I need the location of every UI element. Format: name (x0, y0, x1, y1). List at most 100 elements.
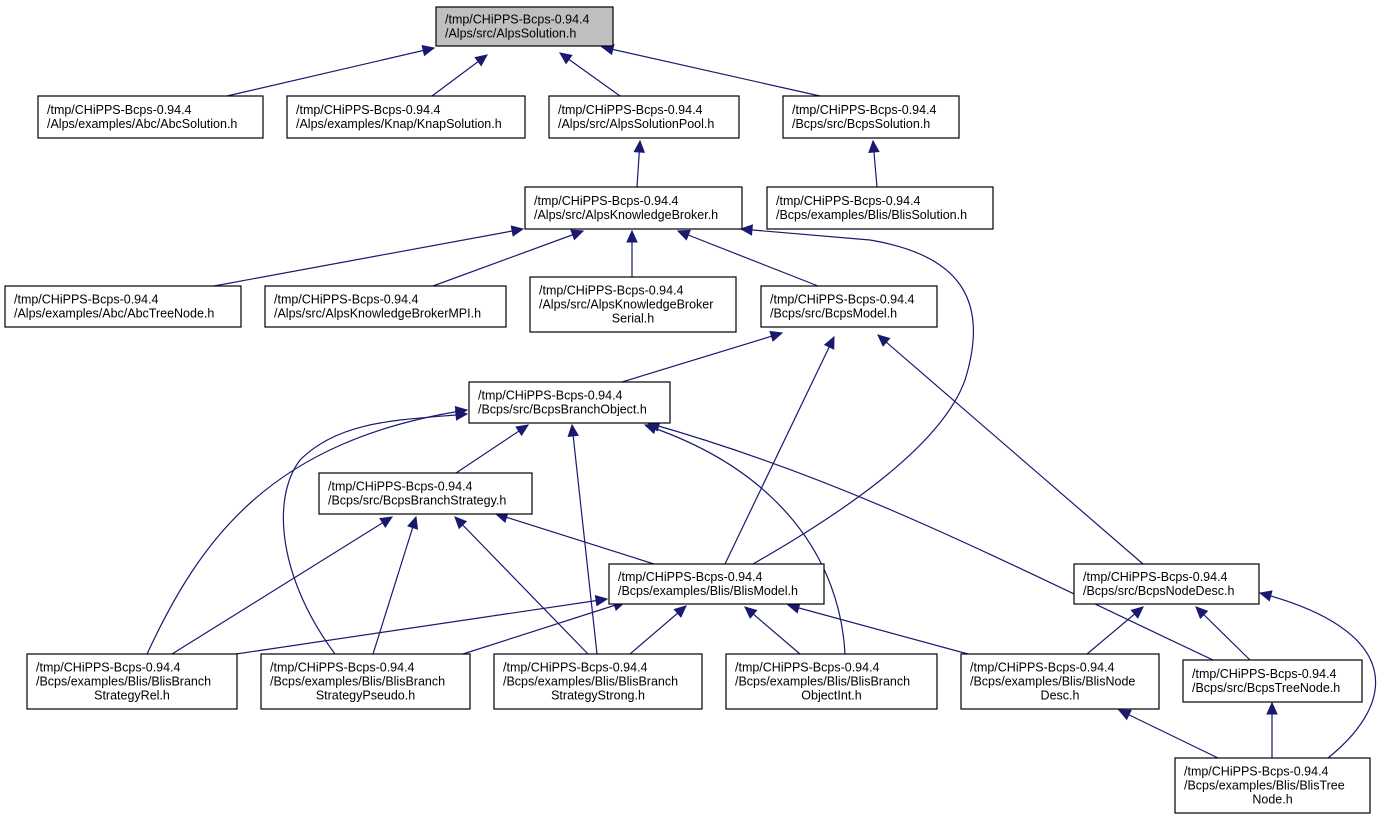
node-box (37, 95, 264, 139)
arrowhead (567, 423, 579, 438)
edge-line (146, 409, 468, 655)
edge-bcpsbranchstrategy-to-bcpsbranchobject (455, 424, 530, 474)
node-label-line: StrategyStrong.h (551, 689, 645, 703)
edge-blismodel-to-bcpsmodel (724, 335, 835, 565)
node-box (760, 285, 938, 328)
node-label-line: /tmp/CHiPPS-Bcps-0.94.4 (735, 661, 880, 675)
node-box (1182, 659, 1363, 703)
node-blisbranchobjectint[interactable]: /tmp/CHiPPS-Bcps-0.94.4/Bcps/examples/Bl… (725, 653, 938, 710)
edge-alpsknowledgebrokerserial-to-alpsknowledgebroker (626, 229, 638, 277)
edge-blisnodedesc-to-bcpsnodedesc (1086, 606, 1144, 655)
edge-blisbranchstrategystrong-to-bcpsbranchobject (567, 423, 598, 655)
node-label-line: /tmp/CHiPPS-Bcps-0.94.4 (770, 293, 915, 307)
node-label-line: StrategyRel.h (94, 689, 170, 703)
node-label-line: /Alps/examples/Knap/KnapSolution.h (296, 117, 502, 131)
edge-knapsolution-to-alpssolution (431, 54, 488, 97)
node-knapsolution[interactable]: /tmp/CHiPPS-Bcps-0.94.4/Alps/examples/Kn… (286, 95, 526, 139)
arrowhead (455, 409, 469, 421)
node-label-line: /tmp/CHiPPS-Bcps-0.94.4 (776, 194, 921, 208)
arrowhead (744, 606, 758, 619)
edge-blisnodedesc-to-blismodel (786, 602, 969, 655)
node-bcpstreenode[interactable]: /tmp/CHiPPS-Bcps-0.94.4/Bcps/src/BcpsTre… (1182, 659, 1363, 703)
arrowhead (868, 139, 880, 153)
node-box (4, 285, 242, 328)
node-label-line: /tmp/CHiPPS-Bcps-0.94.4 (270, 661, 415, 675)
node-blismodel[interactable]: /tmp/CHiPPS-Bcps-0.94.4/Bcps/examples/Bl… (608, 563, 825, 605)
arrowhead (877, 334, 891, 347)
node-label-line: /Bcps/examples/Blis/BlisBranch (36, 675, 211, 689)
edge-blisbranchstrategyrel-to-bcpsbranchstrategy (171, 516, 394, 655)
node-label-line: /Bcps/examples/Blis/BlisTree (1184, 779, 1345, 793)
node-bcpssolution[interactable]: /tmp/CHiPPS-Bcps-0.94.4/Bcps/src/BcpsSol… (782, 95, 960, 139)
node-label-line: Serial.h (612, 312, 654, 326)
arrowhead (823, 335, 835, 350)
node-blisbranchstrategystrong[interactable]: /tmp/CHiPPS-Bcps-0.94.4/Bcps/examples/Bl… (493, 653, 703, 710)
edge-line (559, 52, 621, 97)
arrowhead (1195, 606, 1209, 620)
arrowhead (626, 229, 638, 243)
edge-blisbranchstrategypseudo-to-bcpsbranchstrategy (372, 515, 419, 655)
node-alpssolutionpool[interactable]: /tmp/CHiPPS-Bcps-0.94.4/Alps/src/AlpsSol… (548, 95, 740, 139)
node-label-line: /Bcps/src/BcpsSolution.h (792, 117, 930, 131)
node-label-line: /Alps/examples/Abc/AbcTreeNode.h (14, 307, 214, 321)
node-alpsknowledgebrokerserial[interactable]: /tmp/CHiPPS-Bcps-0.94.4/Alps/src/AlpsKno… (529, 276, 737, 333)
edge-blisbranchstrategyrel-to-blismodel (235, 594, 609, 655)
edge-blissolution-to-bcpssolution (868, 139, 880, 188)
arrowhead (594, 594, 609, 607)
edge-bcpssolution-to-alpssolution (600, 43, 821, 97)
node-bcpsmodel[interactable]: /tmp/CHiPPS-Bcps-0.94.4/Bcps/src/BcpsMod… (760, 285, 938, 328)
node-label-line: /tmp/CHiPPS-Bcps-0.94.4 (1192, 667, 1337, 681)
node-alpsknowledgebroker[interactable]: /tmp/CHiPPS-Bcps-0.94.4/Alps/src/AlpsKno… (524, 186, 743, 230)
node-box (493, 653, 703, 710)
edge-alpssolutionpool-to-alpssolution (559, 52, 621, 97)
node-abcsolution[interactable]: /tmp/CHiPPS-Bcps-0.94.4/Alps/examples/Ab… (37, 95, 264, 139)
node-blisbranchstrategypseudo[interactable]: /tmp/CHiPPS-Bcps-0.94.4/Bcps/examples/Bl… (260, 653, 471, 710)
edge-abcsolution-to-alpssolution (226, 44, 436, 97)
edge-line (454, 516, 589, 655)
edge-blistreenode-to-bcpsnodedesc (1258, 590, 1376, 759)
node-alpssolution[interactable]: /tmp/CHiPPS-Bcps-0.94.4/Alps/src/AlpsSol… (435, 6, 614, 47)
node-label-line: /tmp/CHiPPS-Bcps-0.94.4 (47, 103, 192, 117)
node-alpsknowledgebrokermpi[interactable]: /tmp/CHiPPS-Bcps-0.94.4/Alps/src/AlpsKno… (264, 285, 507, 328)
edge-line (571, 424, 598, 655)
node-blisbranchstrategyrel[interactable]: /tmp/CHiPPS-Bcps-0.94.4/Bcps/examples/Bl… (26, 653, 238, 710)
edge-blisbranchstrategyrel-to-bcpsbranchobject (146, 406, 469, 655)
edge-bcpsnodedesc-to-bcpsmodel (877, 334, 1144, 565)
node-label-line: Desc.h (1041, 689, 1080, 703)
node-box (608, 563, 825, 605)
edge-line (877, 334, 1144, 565)
edge-bcpsmodel-to-alpsknowledgebroker (676, 229, 819, 287)
node-label-line: ObjectInt.h (801, 689, 861, 703)
node-box (1174, 757, 1371, 814)
edge-line (455, 424, 529, 474)
arrowhead (633, 139, 646, 153)
edge-alpsknowledgebrokermpi-to-alpsknowledgebroker (432, 229, 585, 287)
edge-alpsknowledgebroker-to-alpssolutionpool (633, 139, 646, 188)
node-label-line: /Alps/src/AlpsKnowledgeBroker (539, 298, 713, 312)
node-bcpsnodedesc[interactable]: /tmp/CHiPPS-Bcps-0.94.4/Bcps/src/BcpsNod… (1073, 563, 1260, 605)
node-blisnodedesc[interactable]: /tmp/CHiPPS-Bcps-0.94.4/Bcps/examples/Bl… (960, 653, 1160, 710)
arrowhead (559, 52, 573, 65)
node-box (286, 95, 526, 139)
node-label-line: /Bcps/examples/Blis/BlisModel.h (618, 584, 798, 598)
node-label-line: /tmp/CHiPPS-Bcps-0.94.4 (503, 661, 648, 675)
node-box (1073, 563, 1260, 605)
edge-line (495, 513, 655, 565)
node-label-line: /Alps/examples/Abc/AbcSolution.h (47, 117, 237, 131)
node-blistreenode[interactable]: /tmp/CHiPPS-Bcps-0.94.4/Bcps/examples/Bl… (1174, 757, 1371, 814)
edge-blismodel-to-bcpsbranchstrategy (494, 511, 655, 565)
edge-line (740, 228, 974, 565)
node-label-line: /tmp/CHiPPS-Bcps-0.94.4 (274, 293, 419, 307)
node-box (529, 276, 737, 333)
node-box (725, 653, 938, 710)
edge-blistreenode-to-bcpstreenode (1266, 701, 1278, 758)
edge-line (644, 424, 846, 655)
node-label-line: /Alps/src/AlpsSolution.h (445, 27, 576, 41)
node-bcpsbranchstrategy[interactable]: /tmp/CHiPPS-Bcps-0.94.4/Bcps/src/BcpsBra… (318, 472, 533, 515)
edge-line (1259, 592, 1376, 759)
node-label-line: Node.h (1252, 793, 1292, 807)
node-abctreenode[interactable]: /tmp/CHiPPS-Bcps-0.94.4/Alps/examples/Ab… (4, 285, 242, 328)
node-bcpsbranchobject[interactable]: /tmp/CHiPPS-Bcps-0.94.4/Bcps/src/BcpsBra… (468, 381, 671, 424)
node-blissolution[interactable]: /tmp/CHiPPS-Bcps-0.94.4/Bcps/examples/Bl… (766, 186, 994, 230)
node-box (782, 95, 960, 139)
